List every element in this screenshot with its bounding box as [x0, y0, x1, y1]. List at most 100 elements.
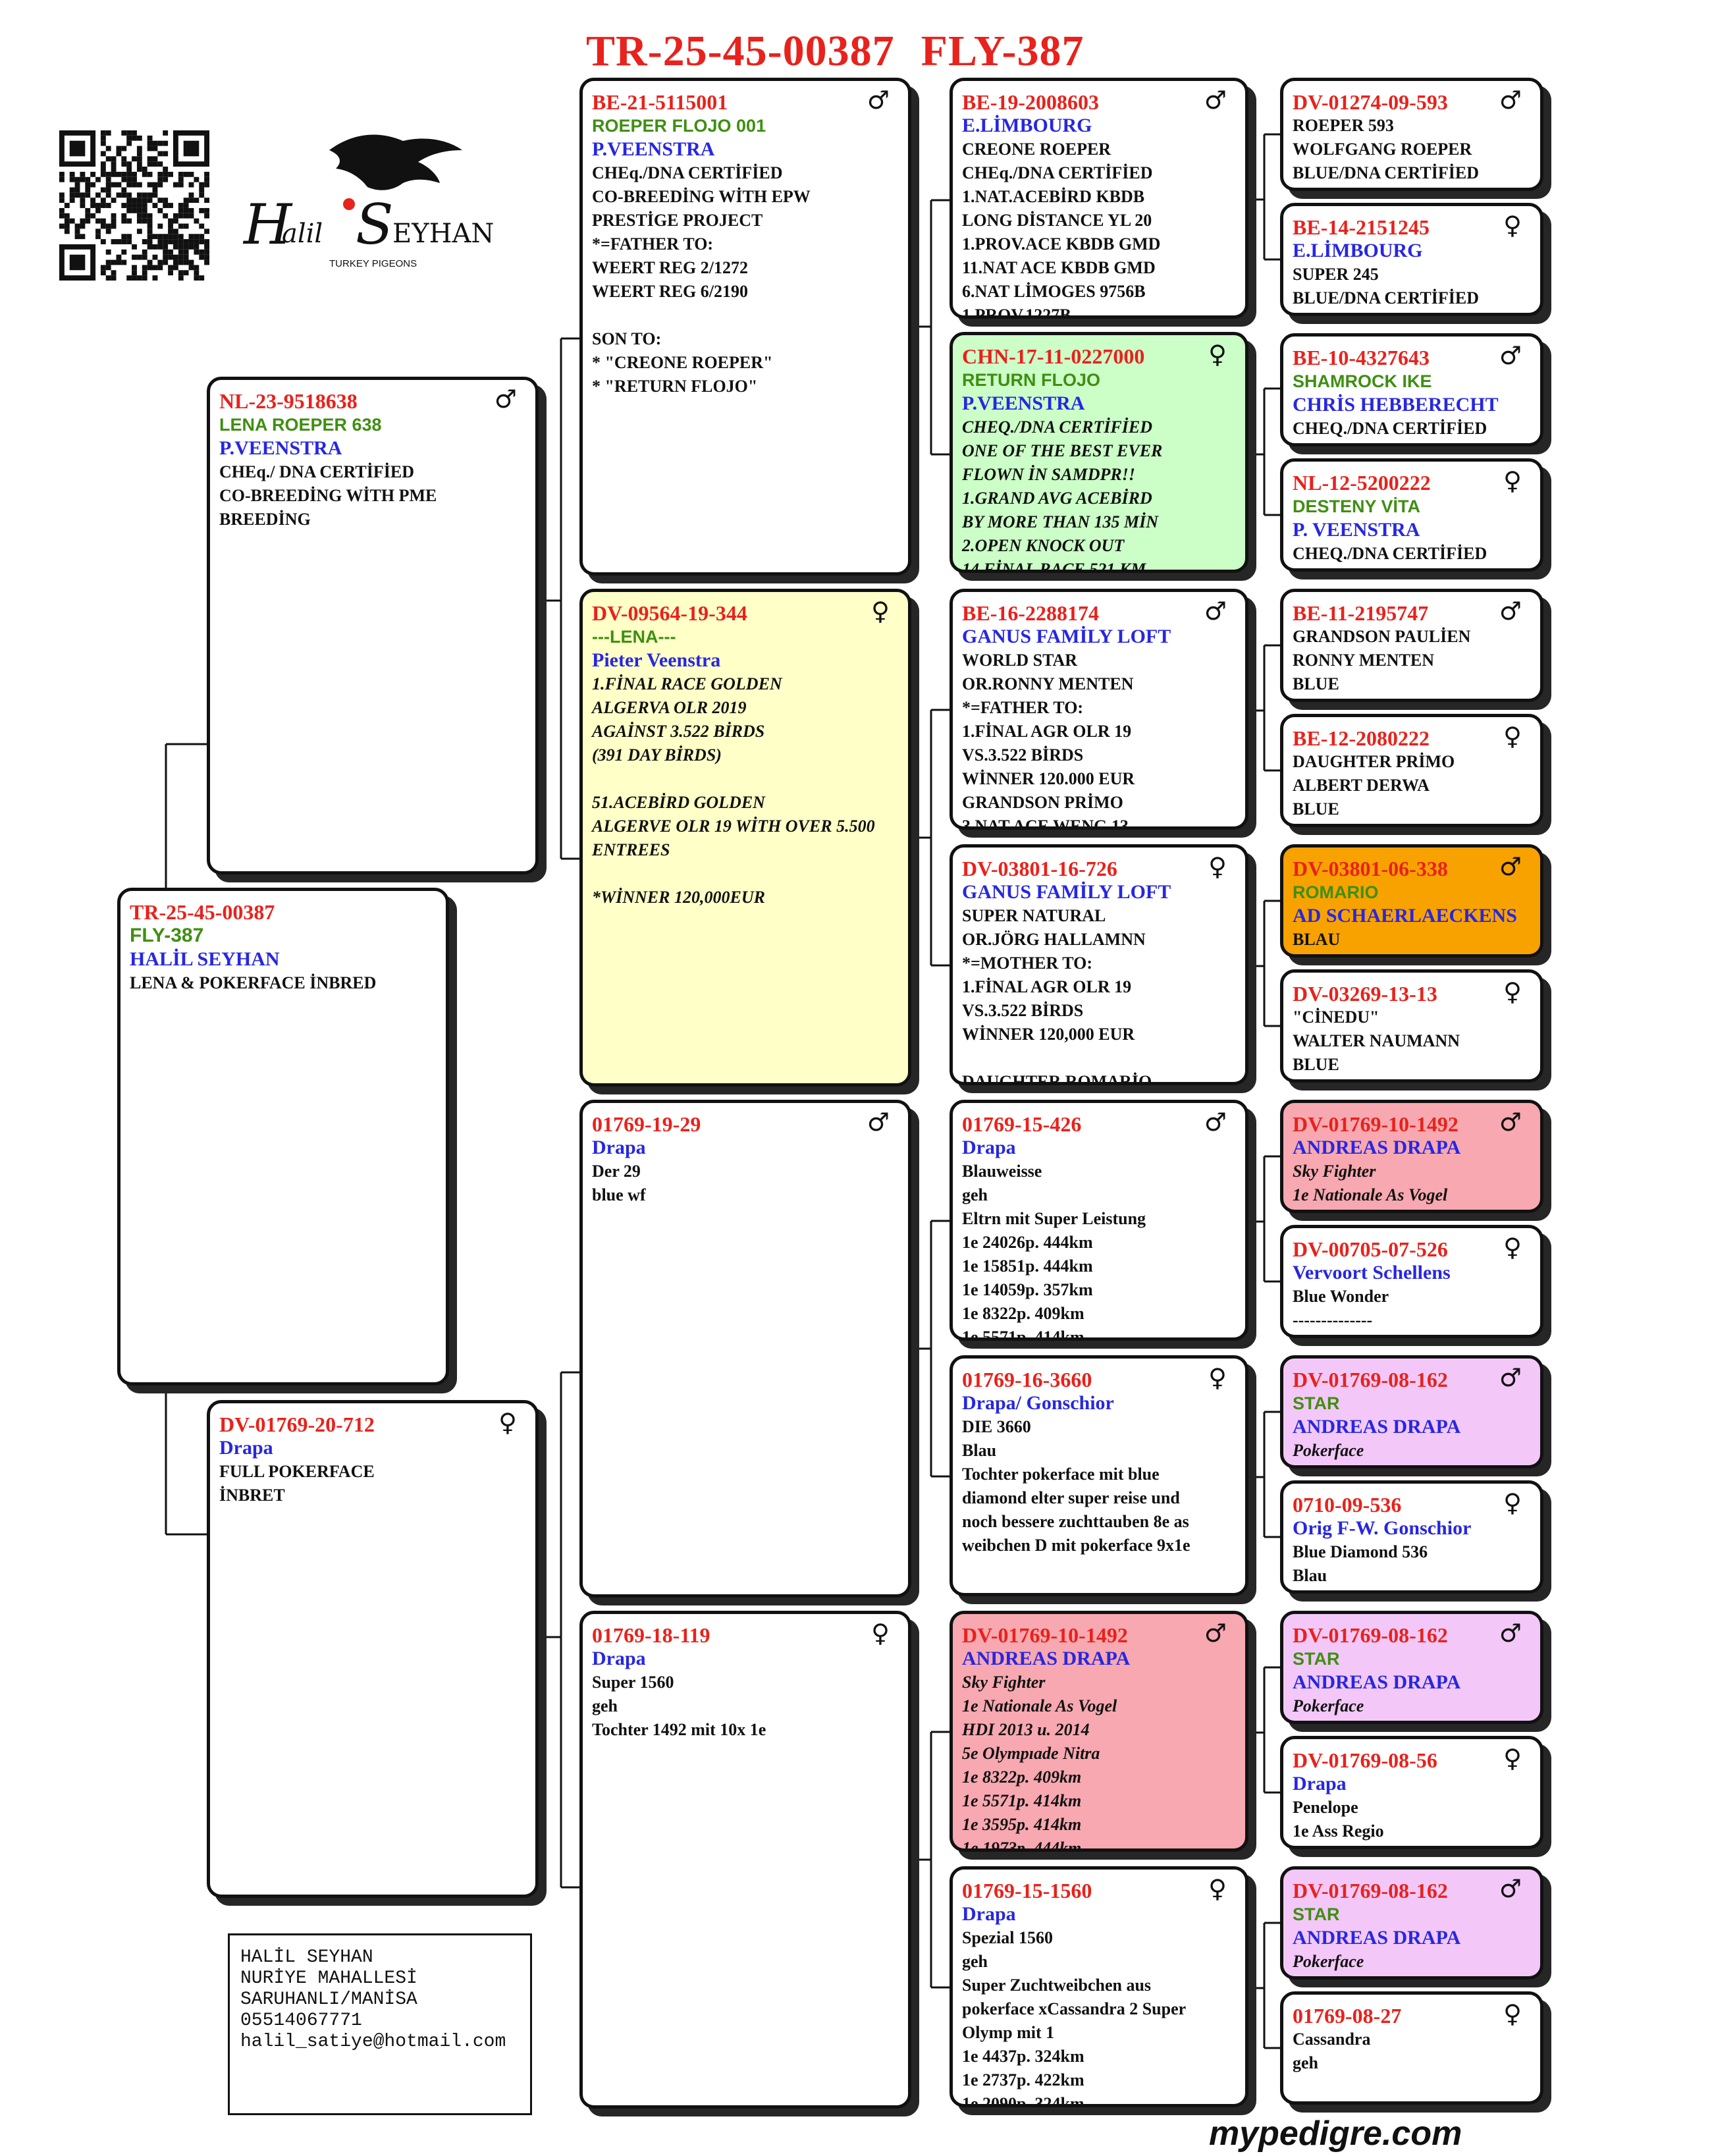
female-symbol-icon: ♀	[1208, 340, 1227, 369]
pedigree-info-line: 1e 24026p. 444km	[962, 1233, 1093, 1252]
pedigree-info-line: İNBRET	[219, 1486, 285, 1505]
pedigree-info-line: Pieter Veenstra	[592, 649, 721, 671]
pedigree-info-line: VS.3.522 BİRDS	[962, 745, 1084, 765]
pedigree-info-line: BLUE/DNA CERTİFİED	[1293, 288, 1479, 308]
male-symbol-icon: ♂	[1499, 597, 1522, 626]
pedigree-info-line: WOLFGANG ROEPER	[1293, 140, 1472, 159]
pedigree-info-line: CO-BREEDİNG WİTH EPW	[592, 187, 811, 206]
pedigree-info-line: Orig F-W. Gonschior	[1293, 1517, 1472, 1539]
pedigree-info-line: BLAU	[1293, 930, 1341, 949]
pedigree-info-line: 1.NAT.ACEBİRD KBDB	[962, 187, 1145, 206]
title-ring-number: TR-25-45-00387	[586, 27, 895, 75]
pedigree-card-sd[interactable]: ♀DV-09564-19-344---LENA---Pieter Veenstr…	[579, 589, 911, 1087]
ring-number: BE-19-2008603	[962, 90, 1099, 114]
pedigree-info-line: Drapa	[1293, 1773, 1347, 1794]
pedigree-info-line: BLUE	[1293, 1055, 1339, 1074]
ring-number: 01769-18-119	[592, 1623, 710, 1647]
male-symbol-icon: ♂	[1499, 1363, 1522, 1392]
female-symbol-icon: ♀	[1503, 1233, 1522, 1262]
ring-number: TR-25-45-00387	[130, 900, 275, 924]
ring-number: BE-10-4327643	[1293, 346, 1430, 369]
male-symbol-icon: ♂	[1499, 86, 1522, 115]
pedigree-info-line: OR.RONNY MENTEN	[962, 674, 1134, 693]
address-phone[interactable]: 05514067771	[240, 2010, 362, 2031]
pedigree-info-line: FLY-387	[130, 925, 204, 946]
pedigree-info-line: 1e 2090p. 324km	[962, 2094, 1084, 2107]
ring-number: BE-21-5115001	[592, 90, 728, 114]
pedigree-info-line: WİNNER 120,000 EUR	[962, 1025, 1135, 1044]
halil-seyhan-logo: H alil S EYHAN TURKEY PIGEONS	[242, 134, 494, 269]
address-name: HALİL SEYHAN	[240, 1947, 373, 1968]
pedigree-info-line: 1.FİNAL RACE GOLDEN	[592, 674, 782, 693]
pedigree-info-line: * "CREONE ROEPER"	[592, 353, 773, 372]
ring-number: DV-01769-10-1492	[1293, 1112, 1458, 1136]
pedigree-info-line: WALTER NAUMANN	[1293, 1031, 1460, 1050]
pedigree-info-line	[962, 1046, 1236, 1070]
pedigree-info-line: Super 1560	[592, 1673, 674, 1692]
ring-number: 01769-15-426	[962, 1112, 1082, 1136]
pedigree-info-line: ---LENA---	[592, 627, 676, 647]
pedigree-info-line: SHAMROCK IKE	[1293, 371, 1432, 391]
pedigree-info-line: 1e 4437p. 324km	[962, 2047, 1084, 2066]
ring-number: DV-01769-08-162	[1293, 1623, 1448, 1647]
pedigree-info-line: WİNNER 120.000 EUR	[962, 769, 1135, 788]
pedigree-info-line: Pokerface	[1293, 1441, 1364, 1460]
female-symbol-icon: ♀	[1503, 211, 1522, 240]
male-symbol-icon: ♂	[1499, 852, 1522, 881]
ring-number: BE-11-2195747	[1293, 601, 1429, 625]
address-email[interactable]: halil_satiye@hotmail.com	[240, 2032, 506, 2052]
pedigree-info-line: Drapa	[592, 1137, 646, 1158]
male-symbol-icon: ♂	[1204, 597, 1227, 626]
ring-number: DV-03269-13-13	[1293, 982, 1437, 1006]
footer-website[interactable]: mypedigre.com	[1209, 2115, 1462, 2153]
pedigree-info-line: *=MOTHER TO:	[962, 954, 1093, 973]
pedigree-info-line: 6.NAT LİMOGES 9756B	[962, 282, 1146, 301]
male-symbol-icon: ♂	[1499, 1619, 1522, 1648]
address-city: SARUHANLI/MANİSA	[240, 1989, 417, 2010]
pedigree-info-line: OR.JÖRG HALLAMNN	[962, 930, 1146, 949]
svg-text:alil: alil	[282, 219, 323, 249]
pedigree-info-line: WEERT REG 2/1272	[592, 258, 748, 277]
pedigree-info-line: CHEq./DNA CERTİFİED	[592, 163, 783, 182]
pedigree-info-line: 5e Olympıade Nitra	[962, 1744, 1100, 1763]
ring-number: DV-01769-08-162	[1293, 1368, 1448, 1391]
ring-number: 01769-19-29	[592, 1112, 701, 1136]
female-symbol-icon: ♀	[871, 597, 890, 626]
pedigree-info-line: Blue Wonder	[1293, 1287, 1389, 1306]
pedigree-info-line: 1e Nationale As Vogel	[1293, 1185, 1448, 1204]
pedigree-info-line	[592, 862, 899, 886]
pedigree-info-line: LENA ROEPER 638	[219, 415, 382, 435]
ring-number: 0710-09-536	[1293, 1493, 1402, 1517]
pedigree-info-line: SUPER NATURAL	[962, 906, 1106, 925]
